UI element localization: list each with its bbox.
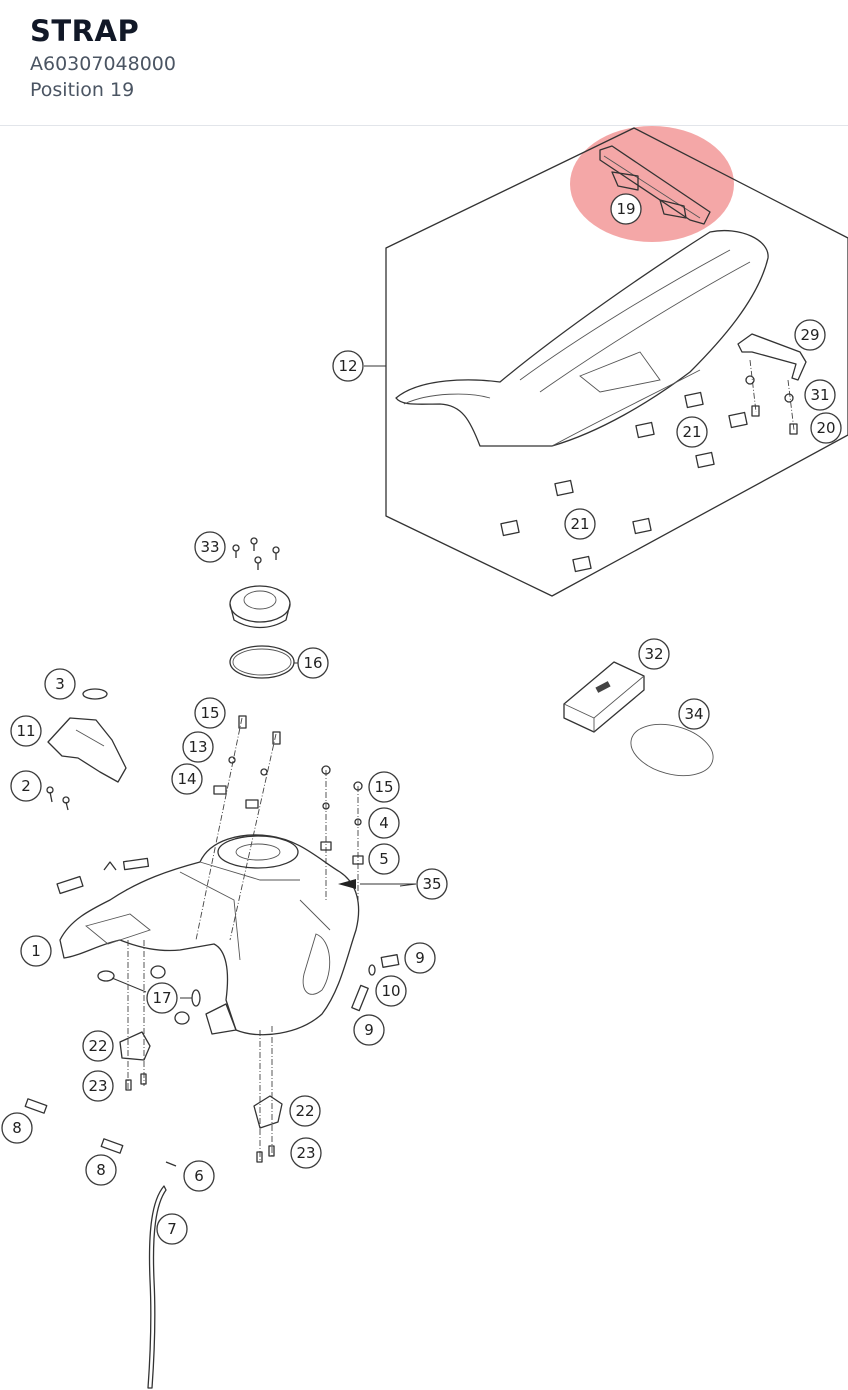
part-title: STRAP bbox=[30, 14, 140, 48]
svg-text:34: 34 bbox=[684, 705, 703, 723]
callout-19[interactable]: 19 bbox=[610, 193, 642, 225]
callout-7[interactable]: 7 bbox=[156, 1213, 188, 1245]
svg-text:14: 14 bbox=[177, 770, 196, 788]
svg-text:22: 22 bbox=[295, 1102, 314, 1120]
pouch-part-32 bbox=[563, 661, 645, 733]
svg-text:4: 4 bbox=[379, 814, 389, 832]
svg-text:17: 17 bbox=[152, 989, 171, 1007]
callout-29[interactable]: 29 bbox=[794, 319, 826, 351]
svg-text:1: 1 bbox=[31, 942, 41, 960]
callout-33[interactable]: 33 bbox=[194, 531, 226, 563]
svg-text:19: 19 bbox=[616, 200, 635, 218]
svg-text:13: 13 bbox=[188, 738, 207, 756]
clamp-part-6 bbox=[165, 1161, 177, 1167]
callout-4[interactable]: 4 bbox=[368, 807, 400, 839]
callout-3[interactable]: 3 bbox=[44, 668, 76, 700]
screws-part-2 bbox=[46, 786, 70, 811]
exploded-parts-diagram: 19 12 29 31 20 21 21 33 16 32 34 3 11 2 … bbox=[1, 126, 848, 1389]
svg-text:29: 29 bbox=[800, 326, 819, 344]
bolts-31-20 bbox=[745, 359, 798, 435]
svg-text:7: 7 bbox=[167, 1220, 177, 1238]
strap-part-19[interactable] bbox=[599, 145, 711, 225]
callout-16[interactable]: 16 bbox=[297, 647, 329, 679]
callout-2[interactable]: 2 bbox=[10, 770, 42, 802]
svg-text:15: 15 bbox=[374, 778, 393, 796]
callout-20[interactable]: 20 bbox=[810, 412, 842, 444]
callout-9a[interactable]: 9 bbox=[404, 942, 436, 974]
sticker-part-34 bbox=[630, 723, 714, 777]
bolt-stack-right bbox=[320, 765, 364, 900]
callout-17[interactable]: 17 bbox=[146, 982, 178, 1014]
callout-22b[interactable]: 22 bbox=[289, 1095, 321, 1127]
fuel-tank-part-1 bbox=[59, 834, 360, 1036]
callout-23a[interactable]: 23 bbox=[82, 1070, 114, 1102]
svg-text:31: 31 bbox=[810, 386, 829, 404]
part-header: STRAP A60307048000 Position 19 bbox=[0, 0, 848, 126]
callout-23b[interactable]: 23 bbox=[290, 1137, 322, 1169]
svg-text:10: 10 bbox=[381, 982, 400, 1000]
svg-text:23: 23 bbox=[88, 1077, 107, 1095]
svg-text:35: 35 bbox=[422, 875, 441, 893]
callout-5[interactable]: 5 bbox=[368, 843, 400, 875]
screws-part-33 bbox=[232, 537, 280, 570]
svg-text:15: 15 bbox=[200, 704, 219, 722]
callout-15b[interactable]: 15 bbox=[368, 771, 400, 803]
callout-15a[interactable]: 15 bbox=[194, 697, 226, 729]
callout-8a[interactable]: 8 bbox=[1, 1112, 33, 1144]
callout-10[interactable]: 10 bbox=[375, 975, 407, 1007]
svg-text:33: 33 bbox=[200, 538, 219, 556]
callout-35[interactable]: 35 bbox=[416, 868, 448, 900]
svg-text:23: 23 bbox=[296, 1144, 315, 1162]
nuts-part-17 bbox=[97, 965, 201, 1025]
svg-text:6: 6 bbox=[194, 1167, 204, 1185]
svg-text:5: 5 bbox=[379, 850, 389, 868]
svg-text:20: 20 bbox=[816, 419, 835, 437]
bracket-part-22-right bbox=[253, 1026, 283, 1163]
gasket-part-16 bbox=[229, 645, 295, 679]
ring-part-3 bbox=[82, 688, 108, 700]
clip-part-8b bbox=[100, 1138, 124, 1154]
svg-text:22: 22 bbox=[88, 1037, 107, 1055]
bracket-part-22-left bbox=[119, 940, 151, 1091]
svg-text:12: 12 bbox=[338, 357, 357, 375]
svg-text:21: 21 bbox=[682, 423, 701, 441]
callout-34[interactable]: 34 bbox=[678, 698, 710, 730]
callout-9b[interactable]: 9 bbox=[353, 1014, 385, 1046]
callout-31[interactable]: 31 bbox=[804, 379, 836, 411]
callout-8b[interactable]: 8 bbox=[85, 1154, 117, 1186]
svg-text:2: 2 bbox=[21, 777, 31, 795]
bracket-part-29 bbox=[737, 333, 807, 381]
callout-22a[interactable]: 22 bbox=[82, 1030, 114, 1062]
svg-text:8: 8 bbox=[96, 1161, 106, 1179]
callout-13[interactable]: 13 bbox=[182, 731, 214, 763]
svg-text:16: 16 bbox=[303, 654, 322, 672]
svg-text:9: 9 bbox=[364, 1021, 374, 1039]
svg-text:3: 3 bbox=[55, 675, 65, 693]
callout-6[interactable]: 6 bbox=[183, 1160, 215, 1192]
callout-12[interactable]: 12 bbox=[332, 350, 364, 382]
hose-part-7 bbox=[147, 1185, 167, 1389]
seat-assembly-frame bbox=[364, 127, 848, 597]
selected-part-highlight bbox=[570, 126, 734, 242]
clip-part-8a bbox=[24, 1098, 48, 1114]
callout-14[interactable]: 14 bbox=[171, 763, 203, 795]
clips-part-21 bbox=[500, 391, 748, 573]
svg-text:21: 21 bbox=[570, 515, 589, 533]
callout-32[interactable]: 32 bbox=[638, 638, 670, 670]
callout-1[interactable]: 1 bbox=[20, 935, 52, 967]
part-number: A60307048000 bbox=[30, 53, 176, 75]
svg-text:11: 11 bbox=[16, 722, 35, 740]
svg-text:9: 9 bbox=[415, 949, 425, 967]
part-position: Position 19 bbox=[30, 79, 135, 101]
svg-text:32: 32 bbox=[644, 645, 663, 663]
cover-part-11 bbox=[47, 717, 127, 783]
fuel-cap bbox=[229, 585, 291, 629]
seat-part-12 bbox=[395, 230, 769, 447]
callout-11[interactable]: 11 bbox=[10, 715, 42, 747]
svg-text:8: 8 bbox=[12, 1119, 22, 1137]
bolt-stack-left bbox=[195, 715, 281, 941]
callout-21b[interactable]: 21 bbox=[564, 508, 596, 540]
callout-21a[interactable]: 21 bbox=[676, 416, 708, 448]
